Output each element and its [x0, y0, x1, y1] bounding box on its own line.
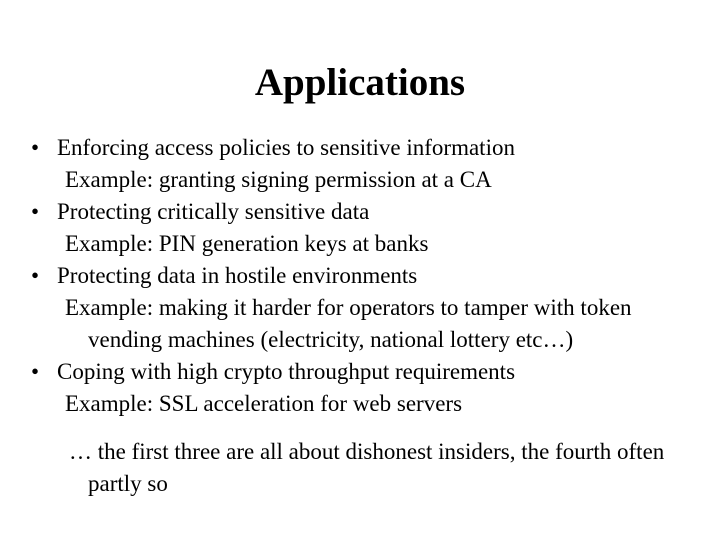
bullet-heading-2: Protecting critically sensitive data	[57, 199, 370, 224]
bullet-example-3: Example: making it harder for operators …	[65, 295, 632, 320]
bullet-example-1: Example: granting signing permission at …	[65, 167, 492, 192]
bullet-item-2: • Protecting critically sensitive data	[0, 196, 720, 228]
slide-title: Applications	[254, 61, 466, 104]
bullet-example-2: Example: PIN generation keys at banks	[65, 231, 429, 256]
bullet-heading-3: Protecting data in hostile environments	[57, 263, 418, 288]
bullet-dot-icon: •	[31, 263, 40, 288]
bullet-example-4: Example: SSL acceleration for web server…	[65, 391, 463, 416]
bullet-item-3: • Protecting data in hostile environment…	[0, 260, 720, 292]
bullet-example-3-wrap: vending machines (electricity, national …	[88, 327, 574, 352]
closing-note: … the first three are all about dishones…	[0, 436, 720, 500]
bullet-item-4: • Coping with high crypto throughput req…	[0, 356, 720, 388]
bullet-dot-icon: •	[31, 199, 40, 224]
slide-body: • Enforcing access policies to sensitive…	[0, 132, 720, 420]
bullet-dot-icon: •	[31, 135, 40, 160]
bullet-heading-1: Enforcing access policies to sensitive i…	[57, 135, 515, 160]
bullet-item-1: • Enforcing access policies to sensitive…	[0, 132, 720, 164]
closing-note-line-2: partly so	[88, 471, 168, 496]
bullet-dot-icon: •	[31, 359, 40, 384]
closing-note-line-1: … the first three are all about dishones…	[69, 439, 665, 464]
bullet-heading-4: Coping with high crypto throughput requi…	[57, 359, 516, 384]
